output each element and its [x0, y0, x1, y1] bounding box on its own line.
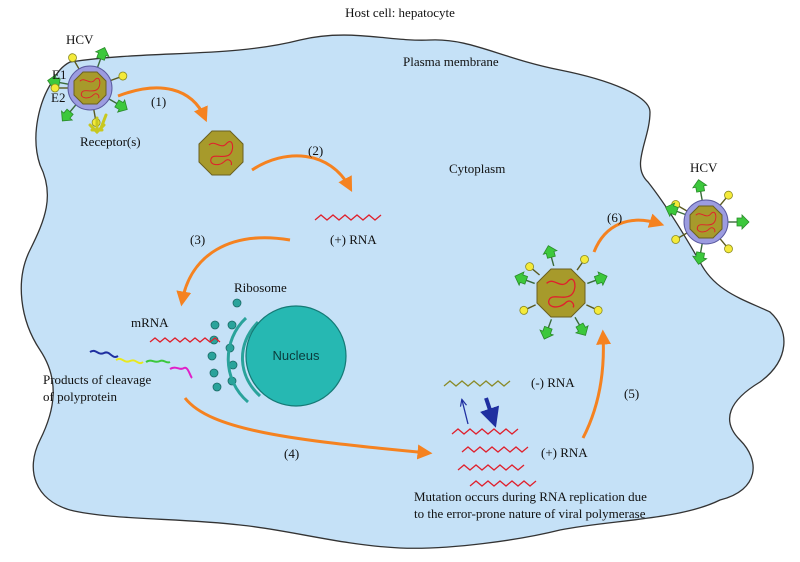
hcv-virion-released: [662, 177, 750, 267]
step-6-arrow: [592, 213, 665, 253]
replication-arrow-up: [462, 400, 469, 425]
products-label-line2: of polyprotein: [43, 389, 118, 404]
step-5-label: (5): [624, 386, 639, 401]
plus-rna-strand-1: [314, 214, 382, 221]
hcv-in-label: HCV: [66, 32, 94, 47]
e2-label: E2: [51, 90, 65, 105]
cleavage-product-magenta: [169, 366, 193, 379]
hcv-out-label: HCV: [690, 160, 718, 175]
minus-rna-label: (-) RNA: [531, 375, 575, 390]
mrna-label: mRNA: [131, 315, 169, 330]
e1-label: E1: [52, 67, 66, 82]
cleavage-product-blue: [89, 349, 119, 358]
mutation-note-line2: to the error-prone nature of viral polym…: [414, 506, 646, 521]
receptor-icon: [88, 113, 108, 135]
minus-rna-strand: [443, 380, 511, 387]
er-membrane-inner: [241, 320, 262, 398]
plasma-membrane-label: Plasma membrane: [403, 54, 499, 69]
plus-rna-label-2: (+) RNA: [541, 445, 588, 460]
step-4-label: (4): [284, 446, 299, 461]
replication-arrow-down: [480, 397, 500, 428]
step-2-arrow: [251, 154, 353, 192]
mutation-note-line1: Mutation occurs during RNA replication d…: [414, 489, 647, 504]
step-3-label: (3): [190, 232, 205, 247]
step-1-label: (1): [151, 94, 166, 109]
step-5-arrow: [581, 329, 612, 439]
nucleus-label: Nucleus: [273, 348, 320, 363]
cytoplasm-label: Cytoplasm: [449, 161, 505, 176]
cleavage-product-yellow: [115, 357, 144, 365]
step-6-label: (6): [607, 210, 622, 225]
step-1-arrow: [117, 86, 208, 123]
ribosome-label: Ribosome: [234, 280, 287, 295]
plus-rna-copies: [451, 428, 537, 487]
products-label-line1: Products of cleavage: [43, 372, 152, 387]
plus-rna-label-1: (+) RNA: [330, 232, 377, 247]
host-cell-membrane: [20, 34, 785, 549]
cleavage-product-green: [145, 359, 171, 364]
uncoated-capsid: [198, 130, 244, 176]
mrna-strand: [149, 337, 221, 343]
step-3-arrow: [176, 236, 291, 307]
hcv-virion-entering: [45, 44, 132, 128]
assembling-virion: [511, 243, 611, 343]
step-4-arrow: [183, 397, 433, 460]
receptor-label: Receptor(s): [80, 134, 141, 149]
nucleus: [245, 305, 347, 407]
step-2-label: (2): [308, 143, 323, 158]
er-membrane-outer: [226, 316, 249, 404]
diagram-title: Host cell: hepatocyte: [345, 5, 455, 20]
